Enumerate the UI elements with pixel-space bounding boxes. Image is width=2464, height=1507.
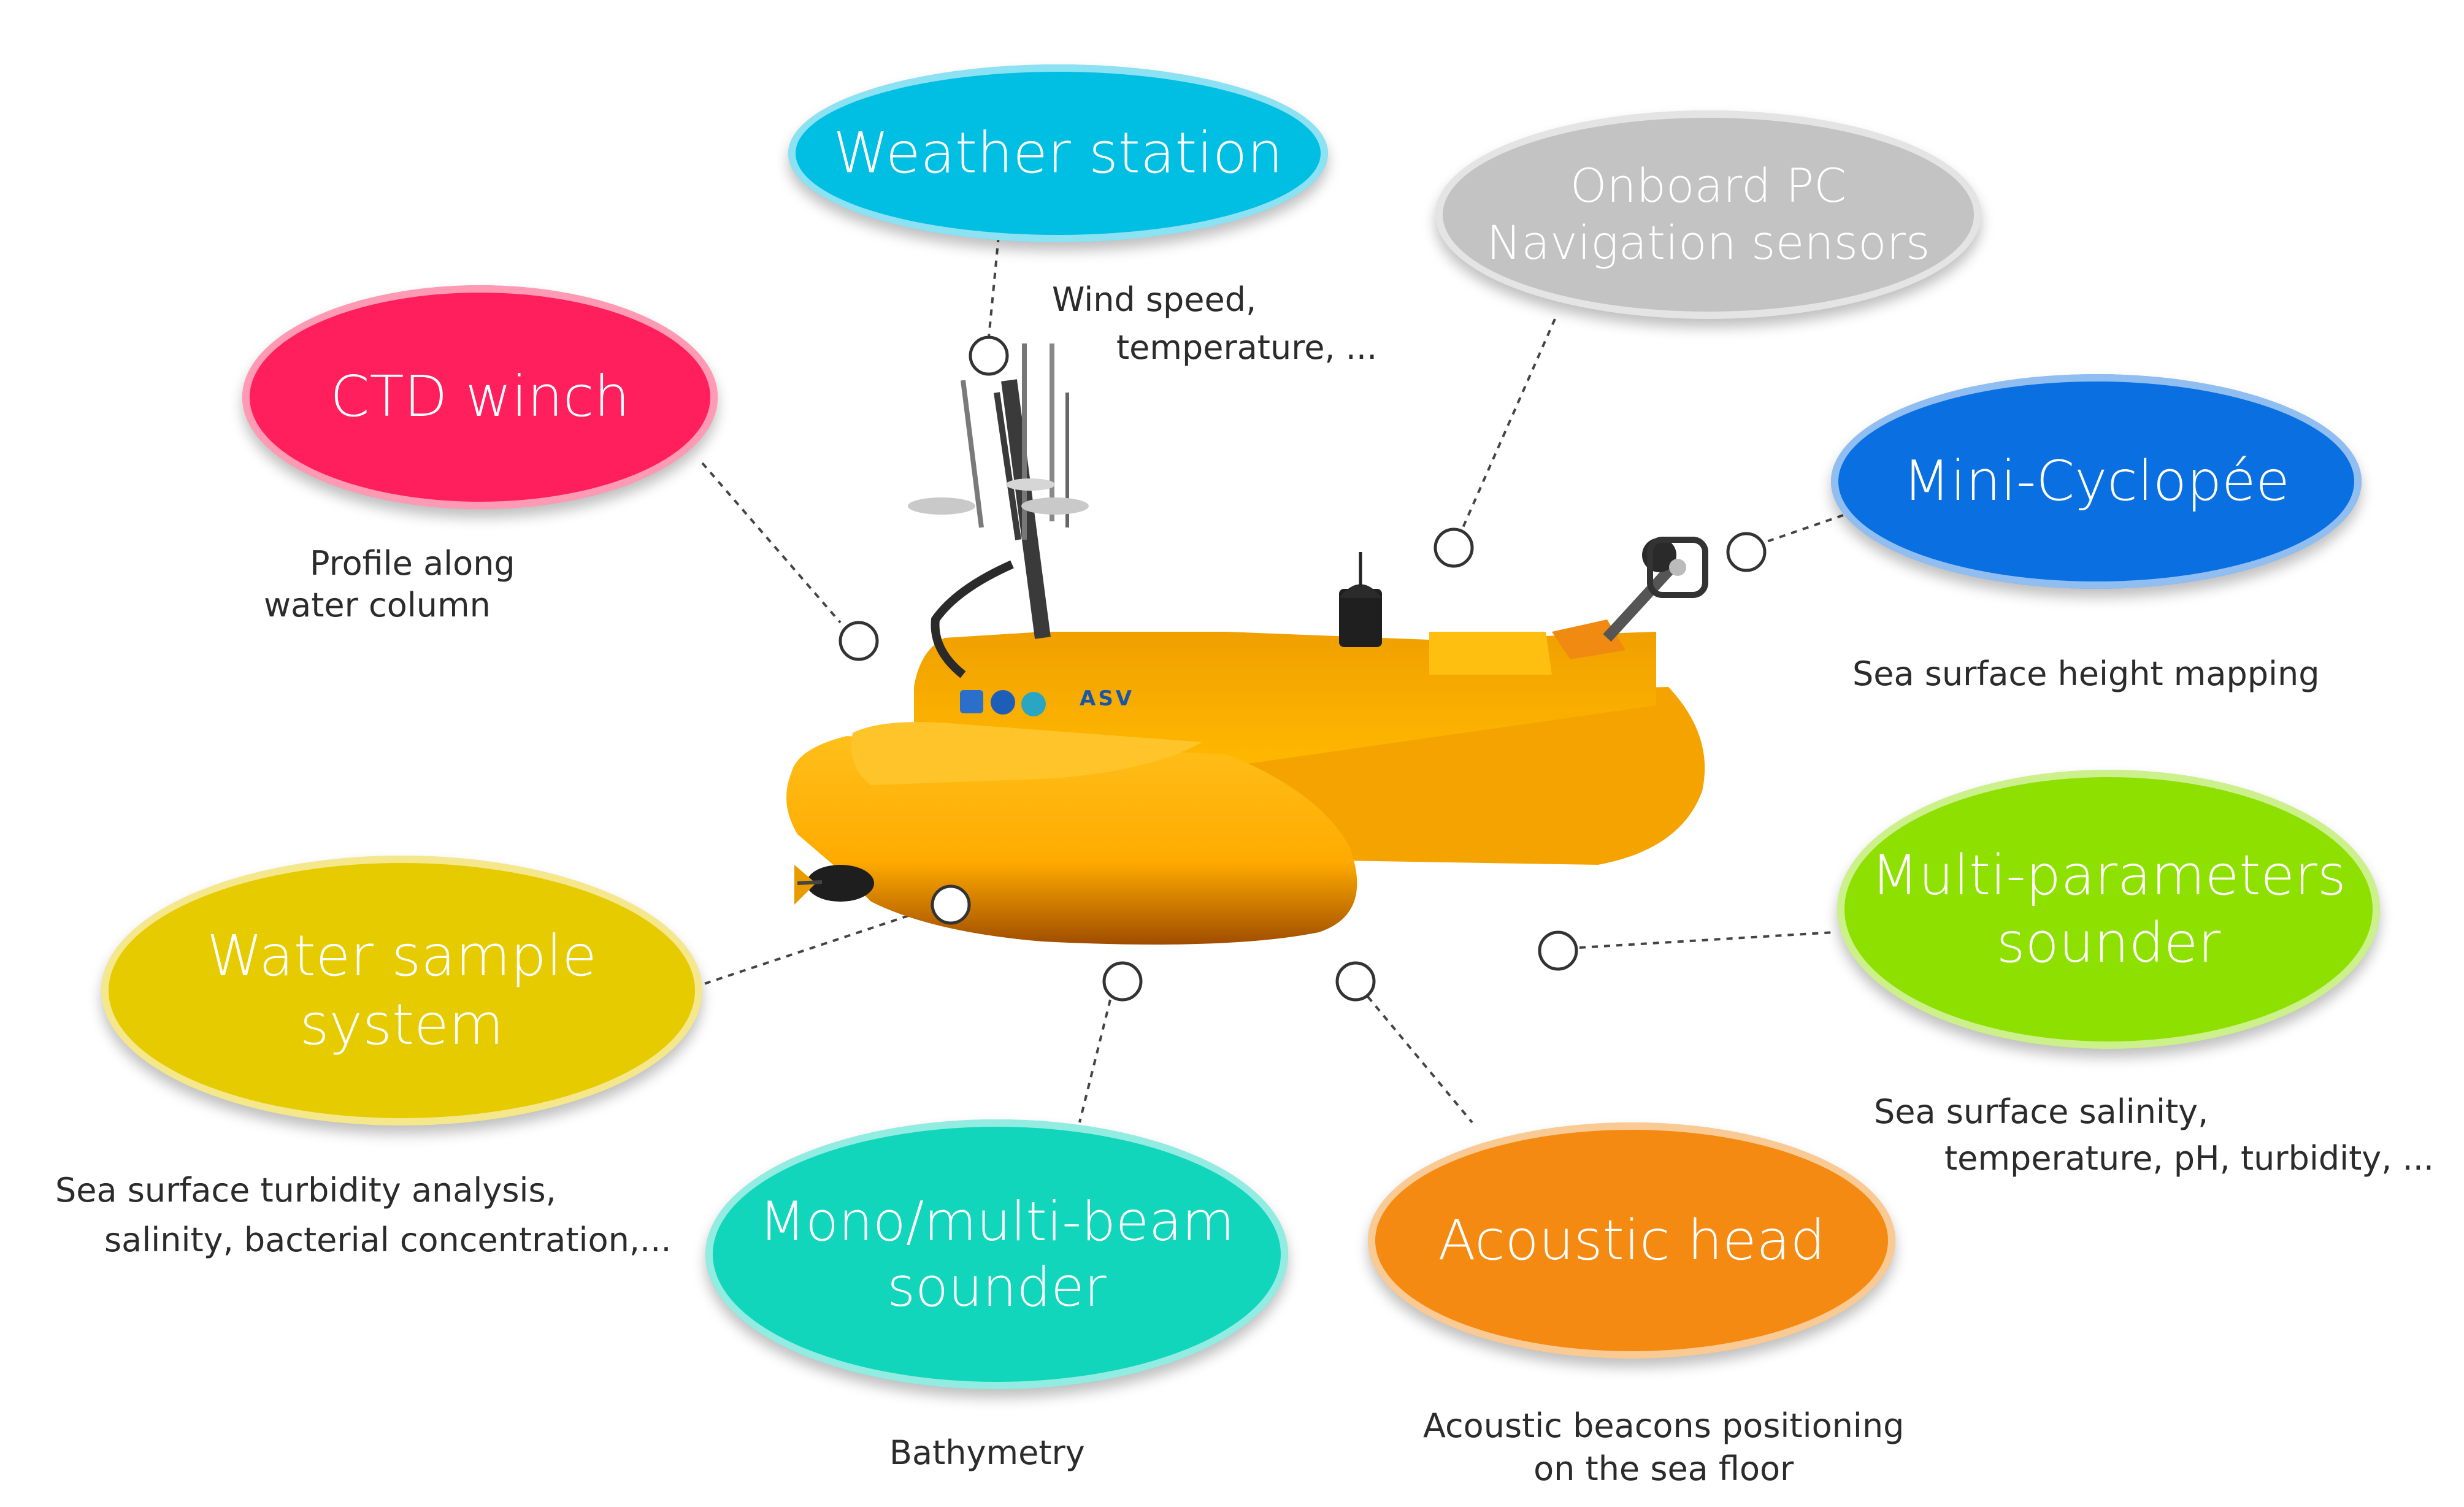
- connector-acoustic: [1367, 995, 1473, 1124]
- note-weather: Wind speed, temperature, ...: [1052, 276, 1377, 372]
- connector-ctd: [701, 462, 842, 624]
- note-cyclopee: Sea surface height mapping: [1852, 650, 2320, 698]
- partner-logo-1: [960, 690, 983, 713]
- note-water: Sea surface turbidity analysis, salinity…: [55, 1165, 672, 1265]
- sensor-mast: [908, 343, 1089, 678]
- note-multiparam-line2: temperature, pH, turbidity, ...: [1944, 1138, 2435, 1178]
- main-hull: [786, 736, 1357, 945]
- marker-ctd: [839, 621, 879, 661]
- bubble-mini-cyclopee: Mini-Cyclopée: [1831, 374, 2362, 589]
- marker-cyclopee: [1726, 532, 1767, 572]
- note-water-line2: salinity, bacterial concentration,...: [104, 1221, 672, 1259]
- note-acoustic: Acoustic beacons positioning on the sea …: [1423, 1405, 1904, 1490]
- note-ctd-line2: water column: [264, 585, 491, 624]
- connector-lines: [693, 236, 1844, 1124]
- connector-water: [693, 907, 933, 989]
- bubble-water-sample-line1: Water sample: [207, 922, 597, 989]
- asv-vessel-illustration: ASV: [786, 343, 1708, 945]
- gps-antenna: [1339, 552, 1382, 647]
- markers: [839, 336, 1767, 1002]
- connector-weather: [988, 236, 1000, 338]
- bubble-ctd-winch: CTD winch: [242, 285, 718, 509]
- marker-multiparam: [1538, 930, 1578, 971]
- note-weather-line1: Wind speed,: [1052, 280, 1257, 319]
- marker-acoustic: [1335, 961, 1376, 1002]
- bubble-water-sample-line2: system: [299, 992, 504, 1057]
- bubble-acoustic-head-text: Acoustic head: [1438, 1208, 1825, 1273]
- connector-cyclopee: [1754, 514, 1844, 547]
- bubble-acoustic-head: Acoustic head: [1368, 1122, 1895, 1359]
- bubble-mono-multi-beam-line1: Mono/multi-beam: [759, 1189, 1235, 1253]
- bubble-ctd-winch-text: CTD winch: [330, 364, 630, 430]
- note-acoustic-line1: Acoustic beacons positioning: [1423, 1406, 1905, 1445]
- hull-bulge: [851, 722, 1202, 785]
- bubble-mini-cyclopee-text: Mini-Cyclopée: [1903, 449, 2290, 514]
- marker-water: [931, 884, 971, 925]
- note-mono-line1: Bathymetry: [889, 1433, 1085, 1472]
- note-cyclopee-line1: Sea surface height mapping: [1852, 654, 2320, 693]
- partner-logo-3: [1021, 692, 1046, 716]
- note-mono: Bathymetry: [889, 1429, 1085, 1477]
- bubble-onboard-pc-line2: Navigation sensors: [1486, 215, 1930, 270]
- bubble-multi-parameters-line1: Multi-parameters: [1871, 843, 2346, 908]
- marker-onboard: [1433, 527, 1474, 568]
- cyclopee-arm: [1603, 537, 1708, 642]
- marker-weather: [969, 336, 1009, 376]
- connector-multiparam: [1579, 931, 1835, 949]
- note-ctd-line1: Profile along: [310, 544, 515, 583]
- note-acoustic-line2: on the sea floor: [1533, 1449, 1794, 1489]
- bubble-weather-station-text: Weather station: [833, 120, 1283, 186]
- bubble-mono-multi-beam: Mono/multi-beam sounder: [705, 1119, 1288, 1389]
- bubble-multi-parameters-line2: sounder: [1996, 910, 2221, 975]
- bubble-weather-station: Weather station: [788, 64, 1328, 242]
- bubble-onboard-pc: Onboard PC Navigation sensors: [1435, 110, 1981, 319]
- note-weather-line2: temperature, ...: [1116, 328, 1378, 367]
- stern-cap: [1429, 632, 1552, 675]
- note-ctd: Profile along water column: [264, 543, 515, 626]
- vessel-label: ASV: [1080, 686, 1134, 711]
- bubble-mono-multi-beam-line2: sounder: [887, 1256, 1107, 1319]
- propeller: [794, 865, 874, 905]
- note-water-line1: Sea surface turbidity analysis,: [55, 1171, 556, 1210]
- marker-mono: [1102, 961, 1143, 1002]
- stern-ramp: [1552, 619, 1625, 659]
- bubble-multi-parameters: Multi-parameters sounder: [1837, 770, 2380, 1049]
- connector-onboard: [1462, 318, 1556, 528]
- partner-logo-2: [991, 690, 1015, 715]
- bubble-onboard-pc-line1: Onboard PC: [1570, 158, 1847, 213]
- connector-mono: [1078, 999, 1111, 1123]
- note-multiparam-line1: Sea surface salinity,: [1874, 1092, 2209, 1131]
- note-multiparam: Sea surface salinity, temperature, pH, t…: [1874, 1089, 2434, 1181]
- bubble-water-sample: Water sample system: [101, 856, 702, 1125]
